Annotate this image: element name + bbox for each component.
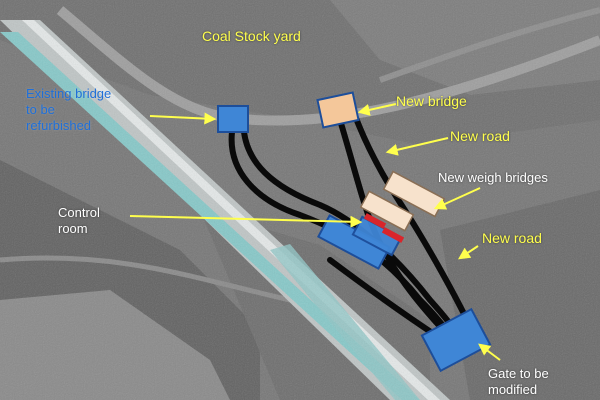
label-existing-bridge-line1: Existing bridge — [26, 86, 112, 101]
control-room-marker — [381, 227, 405, 243]
label-gate: Gate to be modified — [488, 366, 588, 398]
arrow-gate — [478, 343, 501, 361]
control-room-marker — [363, 213, 387, 229]
arrow-new-road-top — [385, 137, 449, 156]
label-existing-bridge: Existing bridge to be refurbished — [26, 86, 156, 134]
arrow-weigh-bridges — [433, 187, 481, 210]
label-existing-bridge-line3: refurbished — [26, 118, 92, 133]
label-new-bridge: New bridge — [396, 93, 467, 109]
gate-marker — [420, 307, 492, 373]
label-new-weigh-bridges: New weigh bridges — [438, 170, 548, 185]
label-existing-bridge-line2: to be — [26, 102, 55, 117]
label-gate-line1: Gate to be — [488, 366, 549, 381]
new-bridge-marker — [316, 91, 360, 129]
arrow-new-road-bottom — [458, 245, 479, 260]
label-new-road-top: New road — [450, 128, 510, 144]
road-to-gate — [327, 257, 443, 341]
existing-bridge-marker — [217, 105, 249, 133]
label-new-road-bottom: New road — [482, 230, 542, 246]
label-control-room-line2: room — [58, 221, 88, 236]
label-coal-stock-yard: Coal Stock yard — [202, 28, 301, 44]
arrow-control-room — [129, 215, 363, 228]
arrow-existing-bridge — [149, 112, 217, 125]
label-control-room: Control room — [58, 205, 138, 237]
label-gate-line2: modified — [488, 382, 538, 397]
annotation-arrows — [129, 103, 501, 361]
weigh-bridge-marker — [359, 190, 415, 232]
label-control-room-line1: Control — [58, 205, 100, 220]
arrow-new-bridge — [357, 103, 397, 116]
